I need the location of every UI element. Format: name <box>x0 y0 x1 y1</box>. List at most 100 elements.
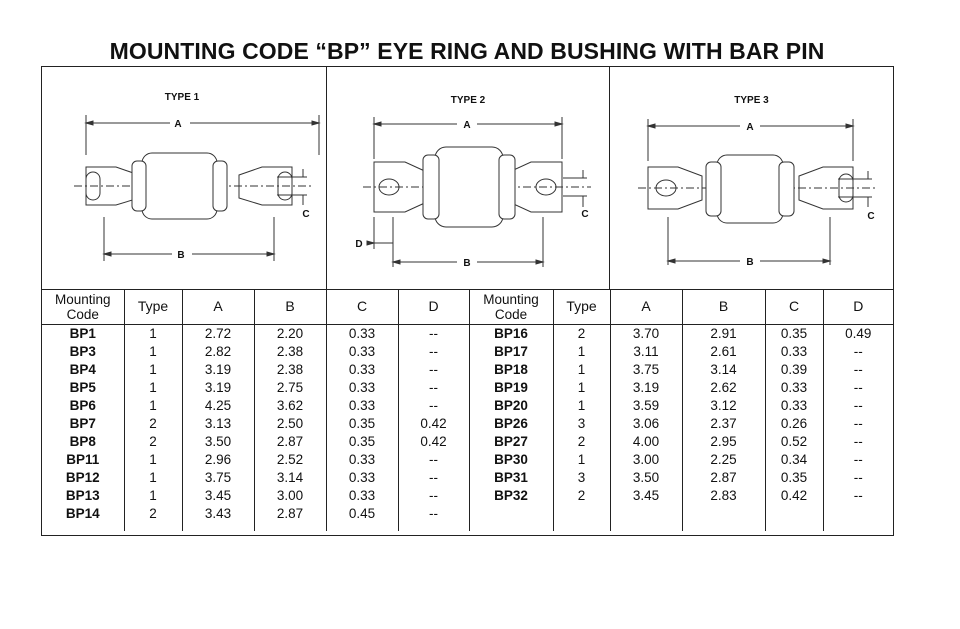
mounting-code-cell <box>468 505 553 531</box>
dim-a-label: A <box>746 122 753 133</box>
table-cell: 0.33 <box>325 379 398 397</box>
table-cell: 3.43 <box>181 505 254 531</box>
column-header-10: C <box>764 289 823 325</box>
table-cell: 0.49 <box>822 324 893 343</box>
table-cell: -- <box>822 469 893 487</box>
table-cell: 3.59 <box>609 397 682 415</box>
mounting-code-cell: BP7 <box>69 416 96 431</box>
mounting-code-cell: BP17 <box>468 343 553 361</box>
mounting-code-cell: BP8 <box>69 434 96 449</box>
dim-b-label: B <box>463 258 470 269</box>
column-header-3: B <box>253 289 326 325</box>
mounting-code-cell: BP16 <box>468 324 553 343</box>
table-cell: 0.33 <box>325 469 398 487</box>
table-cell: 3.75 <box>609 361 682 379</box>
table-cell: 0.33 <box>325 361 398 379</box>
table-cell: 2 <box>552 487 610 505</box>
table-cell: 3.14 <box>253 469 326 487</box>
table-cell: 2.72 <box>181 324 254 343</box>
table-cell: 3.45 <box>181 487 254 505</box>
table-cell: 1 <box>552 451 610 469</box>
table-cell: -- <box>822 433 893 451</box>
table-cell: 3.19 <box>609 379 682 397</box>
table-cell: -- <box>397 361 469 379</box>
table-cell: 3.12 <box>681 397 765 415</box>
table-cell: 1 <box>123 361 182 379</box>
diagram-type-1: TYPE 1 <box>42 67 326 289</box>
table-cell: 3.11 <box>609 343 682 361</box>
table-cell: 1 <box>123 451 182 469</box>
dim-c-label: C <box>581 209 588 220</box>
table-cell: 1 <box>123 379 182 397</box>
table-cell: 3.14 <box>681 361 765 379</box>
table-cell: 3.06 <box>609 415 682 433</box>
table-cell: 0.35 <box>764 469 823 487</box>
table-cell: -- <box>822 397 893 415</box>
table-cell: 4.00 <box>609 433 682 451</box>
table-cell: 2.20 <box>253 324 326 343</box>
table-cell: 2.87 <box>253 433 326 451</box>
table-cell: -- <box>397 324 469 343</box>
column-header-2: A <box>181 289 254 325</box>
table-cell: 0.39 <box>764 361 823 379</box>
table-cell: 0.33 <box>325 487 398 505</box>
table-cell <box>609 505 682 531</box>
page-title: MOUNTING CODE “BP” EYE RING AND BUSHING … <box>109 38 825 64</box>
table-cell: 3.75 <box>181 469 254 487</box>
table-cell: 1 <box>552 361 610 379</box>
mounting-code-cell: BP31 <box>468 469 553 487</box>
table-cell: -- <box>397 469 469 487</box>
diagram-type-1-label: TYPE 1 <box>164 92 200 103</box>
table-cell: 2.82 <box>181 343 254 361</box>
table-cell: 2.50 <box>253 415 326 433</box>
diagram-type-3-label: TYPE 3 <box>734 95 769 106</box>
table-cell: 3 <box>552 415 610 433</box>
table-cell: -- <box>397 451 469 469</box>
mounting-code-cell: BP14 <box>65 506 100 521</box>
table-cell: 1 <box>552 397 610 415</box>
table-cell: 1 <box>552 343 610 361</box>
spec-sheet-frame: TYPE 1 <box>41 66 894 536</box>
column-header-11: D <box>822 289 893 325</box>
dim-a-label: A <box>174 119 181 130</box>
table-cell: 0.33 <box>764 397 823 415</box>
dim-c-label: C <box>302 209 309 220</box>
table-cell: 2 <box>123 433 182 451</box>
table-cell: -- <box>822 343 893 361</box>
table-cell: 2.25 <box>681 451 765 469</box>
table-cell: 2.62 <box>681 379 765 397</box>
table-cell: -- <box>397 379 469 397</box>
table-cell: -- <box>822 487 893 505</box>
table-cell: 2.87 <box>253 505 326 531</box>
table-cell: 0.33 <box>325 451 398 469</box>
mounting-code-cell: BP26 <box>468 415 553 433</box>
table-cell: 0.42 <box>764 487 823 505</box>
table-cell: 0.42 <box>397 433 469 451</box>
table-cell: 2.38 <box>253 343 326 361</box>
dim-c-label: C <box>867 211 874 222</box>
mounting-code-cell: BP12 <box>65 470 100 485</box>
table-cell: 3.19 <box>181 379 254 397</box>
mounting-code-cell: BP4 <box>69 362 96 377</box>
table-cell: 2.75 <box>253 379 326 397</box>
table-cell: 0.35 <box>325 415 398 433</box>
dim-b-label: B <box>746 257 753 268</box>
table-cell: 3.50 <box>609 469 682 487</box>
mounting-code-cell: BP5 <box>69 380 96 395</box>
column-header-5: D <box>397 289 469 325</box>
mounting-code-cell: BP13 <box>65 488 100 503</box>
mounting-code-cell: BP1 <box>69 326 96 341</box>
diagram-row: TYPE 1 <box>42 67 893 290</box>
table-cell: 0.45 <box>325 505 398 531</box>
table-cell: -- <box>822 451 893 469</box>
table-cell: 3.62 <box>253 397 326 415</box>
